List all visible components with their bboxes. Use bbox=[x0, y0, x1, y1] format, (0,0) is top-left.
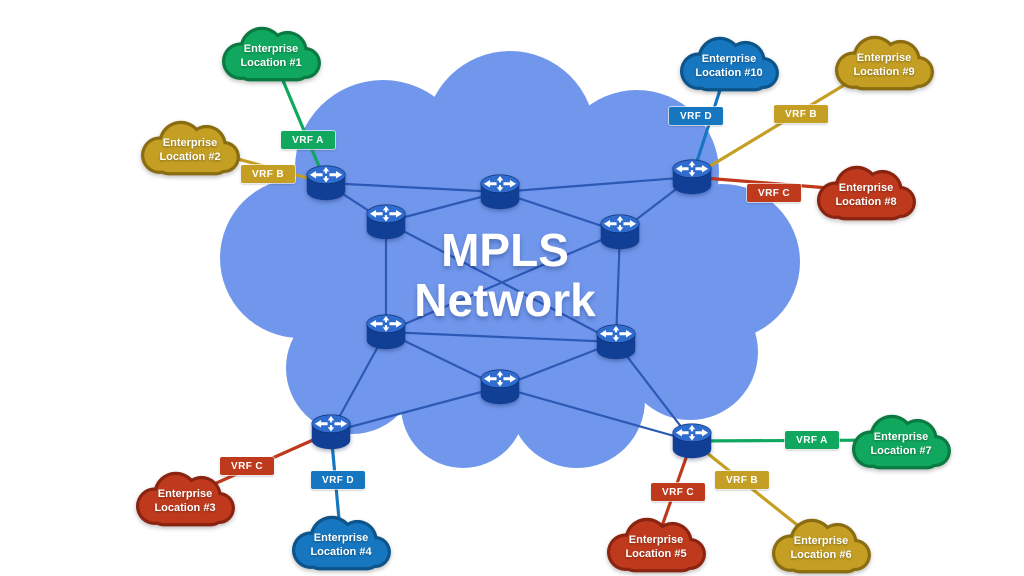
enterprise-location-9: Enterprise Location #9 bbox=[829, 26, 939, 96]
enterprise-location-2: Enterprise Location #2 bbox=[135, 111, 245, 181]
site-label: Enterprise Location #9 bbox=[853, 51, 915, 78]
router-icon bbox=[309, 412, 353, 452]
site-label: Enterprise Location #5 bbox=[625, 533, 687, 560]
vrf-tag-location-1: VRF A bbox=[281, 131, 335, 149]
vrf-tag-location-4: VRF D bbox=[311, 471, 365, 489]
edge-router-top-right bbox=[670, 157, 714, 197]
vrf-tag-location-8: VRF C bbox=[747, 184, 801, 202]
enterprise-location-5: Enterprise Location #5 bbox=[601, 508, 711, 576]
site-label: Enterprise Location #7 bbox=[870, 430, 932, 457]
vrf-tag-location-3: VRF C bbox=[220, 457, 274, 475]
core-router-5 bbox=[594, 322, 638, 362]
enterprise-location-3: Enterprise Location #3 bbox=[130, 462, 240, 532]
site-label: Enterprise Location #10 bbox=[695, 52, 763, 79]
vrf-tag-location-7: VRF A bbox=[785, 431, 839, 449]
router-icon bbox=[478, 172, 522, 212]
enterprise-location-6: Enterprise Location #6 bbox=[766, 509, 876, 576]
edge-router-top-left bbox=[304, 163, 348, 203]
title-line-1: MPLS bbox=[441, 224, 569, 276]
enterprise-location-1: Enterprise Location #1 bbox=[216, 17, 326, 87]
site-label: Enterprise Location #8 bbox=[835, 181, 897, 208]
router-icon bbox=[478, 367, 522, 407]
site-label: Enterprise Location #6 bbox=[790, 534, 852, 561]
core-router-1 bbox=[478, 172, 522, 212]
router-icon bbox=[594, 322, 638, 362]
router-icon bbox=[304, 163, 348, 203]
title-line-2: Network bbox=[414, 273, 596, 326]
site-label: Enterprise Location #2 bbox=[159, 136, 221, 163]
vrf-tag-location-2: VRF B bbox=[241, 165, 295, 183]
vrf-tag-location-10: VRF D bbox=[669, 107, 723, 125]
mpls-network-title: MPLS Network bbox=[332, 224, 678, 326]
router-icon bbox=[670, 157, 714, 197]
enterprise-location-7: Enterprise Location #7 bbox=[846, 405, 956, 475]
router-icon bbox=[670, 421, 714, 461]
vrf-tag-location-6: VRF B bbox=[715, 471, 769, 489]
edge-router-bottom-left bbox=[309, 412, 353, 452]
site-label: Enterprise Location #1 bbox=[240, 42, 302, 69]
site-label: Enterprise Location #3 bbox=[154, 487, 216, 514]
edge-router-bottom-right bbox=[670, 421, 714, 461]
enterprise-location-10: Enterprise Location #10 bbox=[674, 27, 784, 97]
site-label: Enterprise Location #4 bbox=[310, 531, 372, 558]
vrf-tag-location-5: VRF C bbox=[651, 483, 705, 501]
core-router-6 bbox=[478, 367, 522, 407]
vrf-tag-location-9: VRF B bbox=[774, 105, 828, 123]
enterprise-location-8: Enterprise Location #8 bbox=[811, 156, 921, 226]
enterprise-location-4: Enterprise Location #4 bbox=[286, 506, 396, 576]
